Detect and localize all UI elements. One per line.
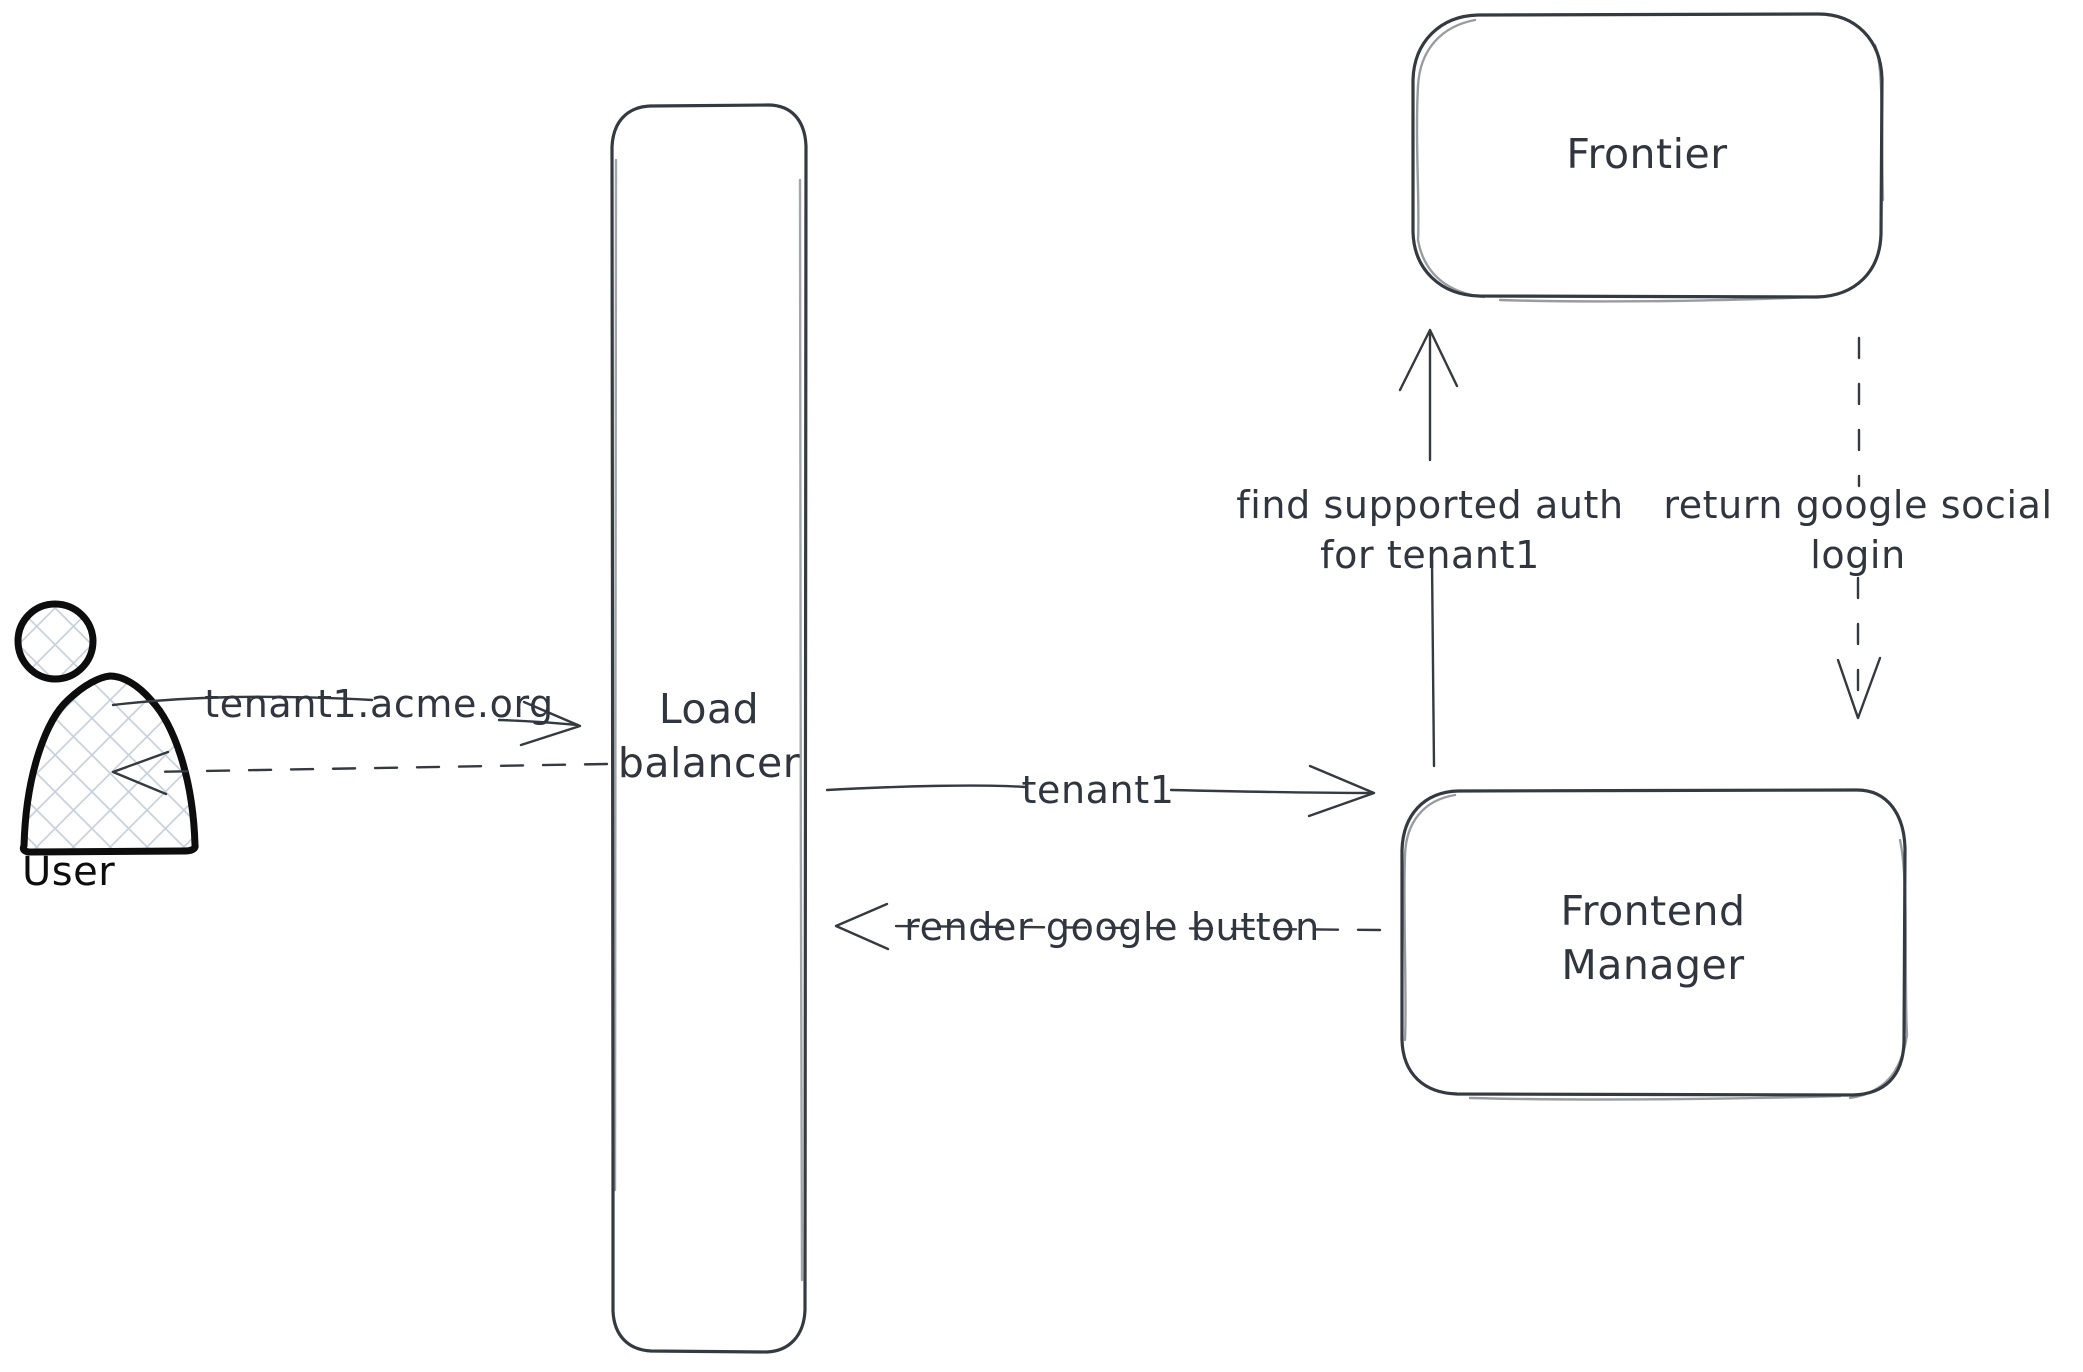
load-balancer-label-line2: balancer xyxy=(618,739,800,787)
edge-user-to-lb-line-right xyxy=(497,718,580,727)
node-frontend-manager[interactable] xyxy=(1400,788,1909,1101)
frontend-manager-shape xyxy=(1400,788,1907,1097)
edge-lb-to-fm[interactable] xyxy=(825,764,1376,818)
user-body-fill xyxy=(23,676,195,851)
edge-fm-to-frontier[interactable] xyxy=(1398,328,1459,768)
frontier-label: Frontier xyxy=(1566,130,1727,178)
edge-fm-to-frontier-label-line1: find supported auth xyxy=(1236,483,1623,527)
load-balancer-sketch-pass xyxy=(613,158,804,1282)
edge-fm-to-lb-arrowhead xyxy=(834,902,890,951)
node-frontier[interactable] xyxy=(1411,12,1885,303)
edge-fm-to-frontier-label-line2: for tenant1 xyxy=(1320,533,1540,577)
edge-lb-to-fm-arrowhead xyxy=(1307,764,1376,818)
user-head-outline xyxy=(14,600,97,683)
user-label: User xyxy=(22,849,115,895)
user-head-fill xyxy=(18,604,92,678)
edge-fm-to-lb[interactable] xyxy=(834,902,1382,951)
edge-user-to-lb-label: tenant1.acme.org xyxy=(204,682,553,726)
edge-user-to-lb-arrowhead xyxy=(519,700,582,747)
edge-user-to-lb-line-left xyxy=(111,695,374,707)
edge-lb-to-user[interactable] xyxy=(111,750,609,796)
edge-lb-to-fm-label: tenant1 xyxy=(1021,768,1174,812)
load-balancer-label-line1: Load xyxy=(659,685,759,733)
edge-lb-to-fm-line-right xyxy=(1169,788,1372,795)
edge-lb-to-fm-line-left xyxy=(825,784,1027,792)
load-balancer-shape xyxy=(610,103,808,1354)
edge-user-to-lb[interactable] xyxy=(111,695,582,747)
edge-frontier-to-fm-label-line1: return google social xyxy=(1663,483,2052,527)
edge-fm-to-lb-label: render google button xyxy=(904,905,1320,949)
frontend-manager-label-line2: Manager xyxy=(1561,941,1744,989)
edge-frontier-to-fm-label-line2: login xyxy=(1810,533,1906,577)
edge-lb-to-user-arrowhead xyxy=(111,750,170,796)
edge-lb-to-user-line xyxy=(144,762,609,774)
edge-frontier-to-fm[interactable] xyxy=(1836,336,1882,720)
frontend-manager-label-line1: Frontend xyxy=(1561,887,1746,935)
edge-fm-to-frontier-line-lower xyxy=(1430,558,1436,768)
edge-frontier-to-fm-arrowhead xyxy=(1836,656,1882,720)
frontend-manager-sketch-pass xyxy=(1403,793,1909,1101)
frontier-sketch-pass xyxy=(1415,18,1885,303)
node-user[interactable] xyxy=(14,600,199,856)
node-load-balancer[interactable] xyxy=(610,103,808,1354)
edge-fm-to-frontier-arrowhead xyxy=(1398,328,1459,392)
